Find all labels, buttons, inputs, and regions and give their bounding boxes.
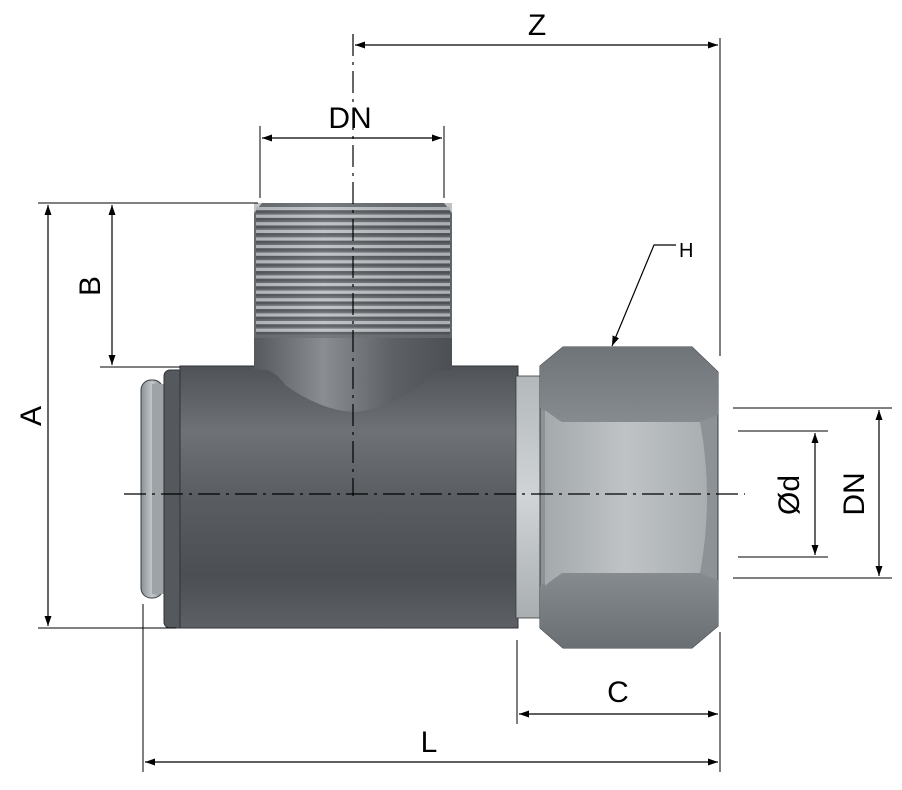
hex-nut-bottom-face	[540, 573, 718, 648]
label-h: H	[679, 240, 693, 262]
dimension-lines	[44, 41, 883, 766]
label-z: Z	[528, 9, 546, 42]
hex-nut-top-face	[540, 347, 718, 422]
label-dn-top: DN	[328, 102, 371, 135]
leader-h	[611, 244, 676, 347]
label-dn-right: DN	[838, 472, 871, 515]
extension-lines	[38, 38, 892, 772]
label-c: C	[607, 676, 629, 709]
label-d: Ød	[773, 475, 806, 515]
hex-nut-front-face	[545, 410, 707, 586]
dimension-labels: Z DN H B A Ød DN C L	[15, 9, 871, 759]
label-b: B	[74, 276, 107, 296]
label-a: A	[15, 406, 48, 426]
label-l: L	[421, 726, 438, 759]
fitting-body	[140, 203, 719, 649]
